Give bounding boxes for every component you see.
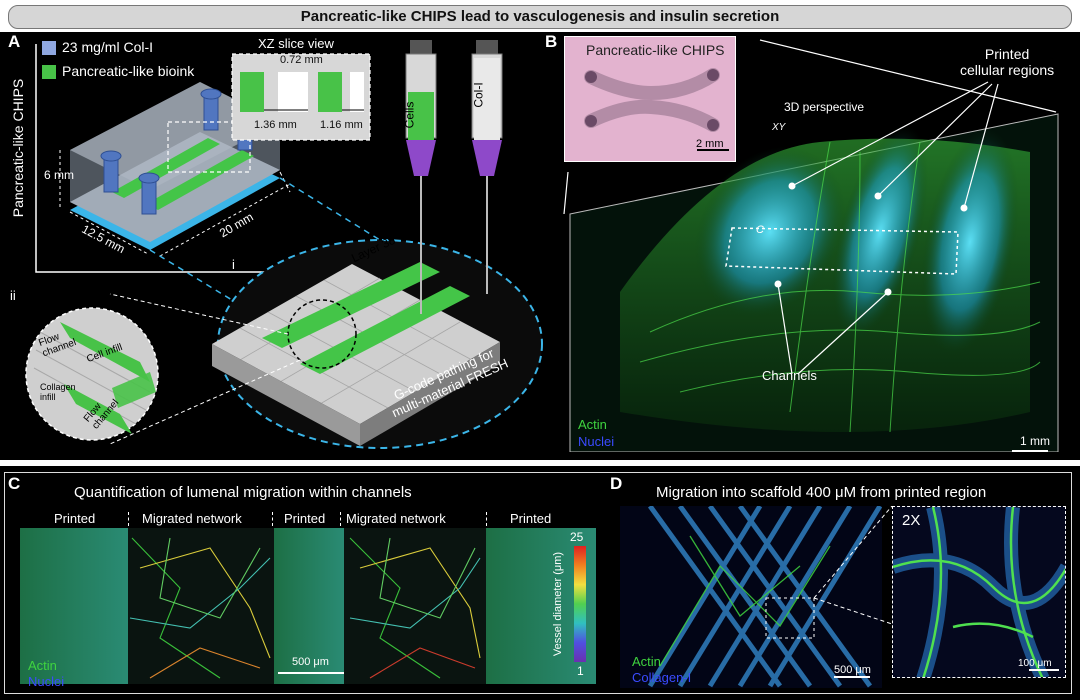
panel-c-scale: 500 μm [292,656,329,668]
zoom-2x-image [893,507,1065,677]
panel-a-vertical-label: Pancreatic-like CHIPS [10,78,26,218]
panel-c-title: Quantification of lumenal migration with… [74,484,412,501]
legend-bioink-swatch [42,65,56,79]
syringe-col-i [471,40,503,294]
roi-c-label: C [756,224,764,236]
panel-d-title: Migration into scaffold 400 μM from prin… [656,484,987,501]
panel-d-scale: 500 μm [834,664,871,676]
xz-slice-title: XZ slice view [258,36,334,51]
bottom-frame [4,472,1072,694]
sub-i-label: i [232,257,235,272]
region-migrated-1: Migrated network [142,511,242,526]
panel-a-label: A [8,32,21,51]
region-separator-4 [486,512,487,526]
zoom-collagen-infill: Collagen infill [40,382,76,402]
inset-scale: 2 mm [696,138,724,150]
legend-bioink: Pancreatic-like bioink [62,63,195,79]
zoom-2x-panel [892,506,1066,678]
bottom-panel: C Quantification of lumenal migration wi… [0,466,1080,700]
panel-b-stain-actin: Actin [578,417,607,432]
region-separator-1 [128,512,129,526]
legend-col-i-swatch [42,41,56,55]
region-printed-3: Printed [510,511,552,526]
axis-xy-label: XY [772,122,786,133]
syringe-cells-label: Cells [402,101,417,129]
inset-title: Pancreatic-like CHIPS [586,42,725,58]
zoom-2x-scale: 100 μm [1018,658,1052,669]
xz-dim-3: 1.16 mm [320,119,363,131]
panel-b-label: B [545,32,558,51]
top-panel: A Pancreatic-like CHIPS 23 mg/ml Col-I P… [0,32,1080,460]
inset-chips-photo [564,36,736,162]
figure-title: Pancreatic-like CHIPS lead to vasculogen… [300,8,780,25]
panel-d-stain-collagen: Collagen-I [632,670,692,685]
colorbar-label: Vessel diameter (μm) [552,551,565,657]
panel-d-label: D [610,474,623,493]
panel-b-stain-nuclei: Nuclei [578,434,615,449]
panel-d-scaffold-image [620,506,882,688]
panel-b-scale: 1 mm [1020,434,1050,448]
syringe-cells [405,40,437,314]
syringe-col-i-label: Col-I [471,82,486,108]
dim-height: 6 mm [44,168,74,182]
panel-b-microscopy [563,39,1059,452]
panel-c-stain-nuclei: Nuclei [28,674,65,689]
colorbar-min: 1 [577,664,584,678]
inset-chips-shape [584,68,729,151]
region-separator-3 [340,512,341,526]
region-migrated-2: Migrated network [346,511,446,526]
perspective-label: 3D perspective [784,100,865,114]
colorbar-max: 25 [570,530,584,544]
channels-label: Channels [762,368,817,383]
sub-ii-label: ii [10,288,16,303]
panel-a-schematic [25,40,543,449]
xz-dim-1: 0.72 mm [280,54,323,66]
panel-c-image [20,528,596,684]
vessel-colorbar [574,546,586,662]
figure-title-banner: Pancreatic-like CHIPS lead to vasculogen… [8,5,1072,29]
region-printed-2: Printed [284,511,326,526]
xz-dim-2: 1.36 mm [254,119,297,131]
legend-col-i: 23 mg/ml Col-I [62,39,154,55]
panel-c-stain-actin: Actin [28,658,57,673]
zoom-2x-label: 2X [902,512,921,529]
panel-c-label: C [8,474,21,493]
region-separator-2 [272,512,273,526]
panel-d-stain-actin: Actin [632,654,661,669]
printed-regions-label: Printed cellular regions [960,46,1055,78]
region-printed-1: Printed [54,511,96,526]
panel-d-zoom-lines [813,506,893,625]
